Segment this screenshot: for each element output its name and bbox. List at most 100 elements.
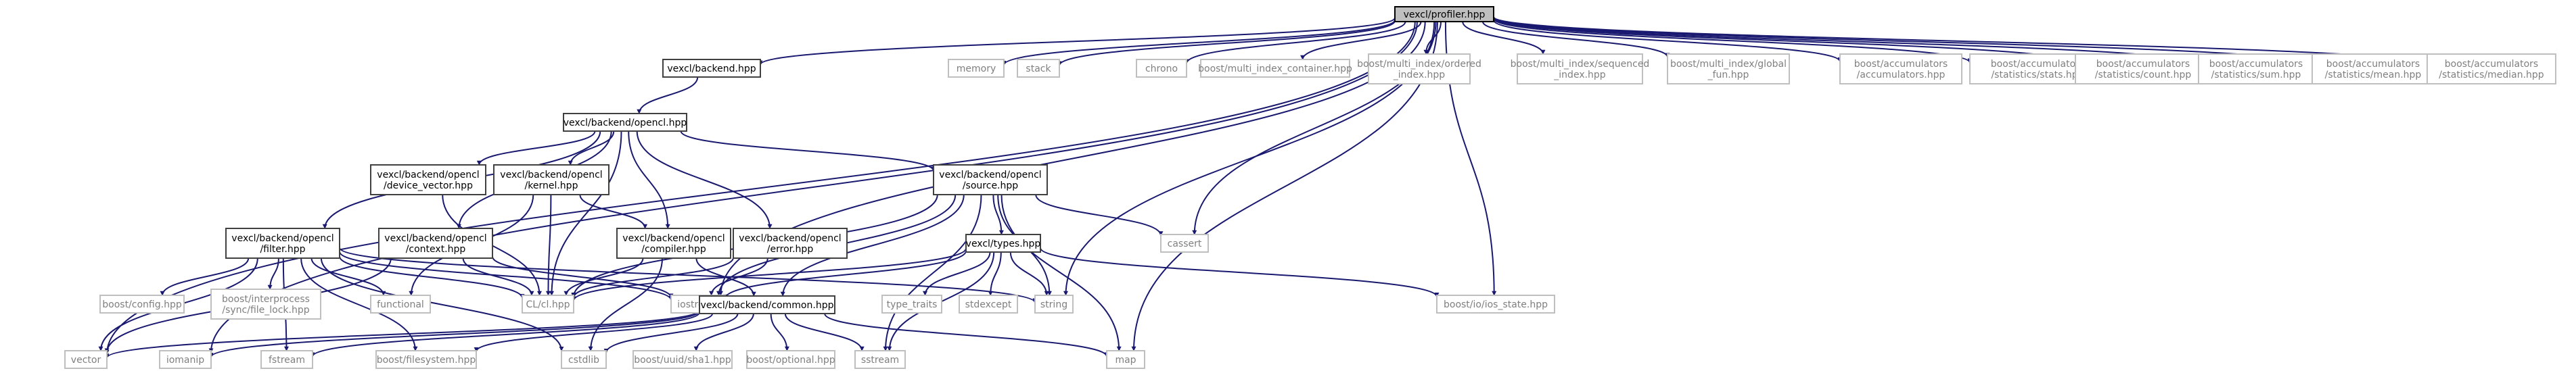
edge-common-to-fstream xyxy=(310,312,700,357)
node-box-error xyxy=(733,228,848,259)
node-label-context-line2: /context.hpp xyxy=(406,244,466,255)
nodes-layer: vexcl/profiler.hpp vexcl/backend.hpp memor… xyxy=(64,6,2556,369)
node-box-sstream xyxy=(854,350,906,369)
node-box-median xyxy=(2426,53,2556,84)
edge-common-to-bfs xyxy=(474,313,714,352)
node-box-backend xyxy=(662,59,761,78)
node-box-chrono xyxy=(1136,59,1187,78)
node-label-kernel-line1: vexcl/backend/opencl xyxy=(500,170,602,180)
node-label-fstream-line1: fstream xyxy=(269,355,305,366)
node-label-bconfig-line1: boost/config.hpp xyxy=(102,299,182,310)
node-label-stdexcept-line1: stdexcept xyxy=(965,299,1012,310)
edge-opencl-to-kernel xyxy=(568,130,615,166)
node-label-sstream-line1: sstream xyxy=(861,355,899,366)
edge-types-to-string xyxy=(1009,251,1049,296)
node-box-opencl xyxy=(563,113,687,132)
node-box-interproc xyxy=(210,289,321,320)
node-clhpp: CL/cl.hpp xyxy=(522,295,574,314)
node-box-types xyxy=(965,234,1041,253)
node-box-mig xyxy=(1667,53,1790,84)
node-box-memory xyxy=(948,59,1005,78)
node-label-mis-line1: boost/multi_index/sequenced xyxy=(1511,59,1650,70)
node-label-cassert-line1: cassert xyxy=(1168,239,1202,249)
node-box-sum xyxy=(2198,53,2314,84)
node-label-acc-line2: /accumulators.hpp xyxy=(1857,70,1946,80)
node-compiler[interactable]: vexcl/backend/opencl/compiler.hpp xyxy=(616,228,731,259)
node-label-count-line2: /statistics/count.hpp xyxy=(2095,70,2192,80)
edge-types-to-typetraits xyxy=(923,251,991,296)
node-memory: memory xyxy=(948,59,1005,78)
node-box-kernel xyxy=(493,164,610,195)
node-label-mis-line2: _index.hpp xyxy=(1553,70,1606,80)
node-label-interproc-line1: boost/interprocess xyxy=(222,294,310,305)
edge-opencl-to-clhpp xyxy=(549,130,622,296)
edge-filter-to-bconfig xyxy=(160,257,250,296)
node-source[interactable]: vexcl/backend/opencl/source.hpp xyxy=(933,164,1048,195)
edge-source-to-cassert xyxy=(1035,194,1164,237)
edge-compiler-to-clhpp xyxy=(564,257,644,296)
edge-common-to-sstream xyxy=(784,313,865,351)
node-label-context-line1: vexcl/backend/opencl xyxy=(384,233,486,244)
node-label-cstdlib-line1: cstdlib xyxy=(568,355,599,366)
node-map: map xyxy=(1106,350,1145,369)
edge-root-to-mis xyxy=(1462,21,1546,55)
node-devvec[interactable]: vexcl/backend/opencl/device_vector.hpp xyxy=(370,164,486,195)
node-label-compiler-line1: vexcl/backend/opencl xyxy=(622,233,724,244)
node-label-mic-line1: boost/multi_index_container.hpp xyxy=(1198,64,1352,74)
node-box-iosstate xyxy=(1436,295,1555,314)
node-label-count-line1: boost/accumulators xyxy=(2096,59,2190,70)
edge-opencl-to-compiler xyxy=(628,130,670,229)
node-label-sha1-line1: boost/uuid/sha1.hpp xyxy=(634,355,731,366)
edge-root-to-acc xyxy=(1493,20,1843,62)
edge-kernel-to-compiler xyxy=(579,194,648,229)
node-label-iomanip-line1: iomanip xyxy=(166,355,204,366)
edge-root-to-backend xyxy=(758,17,1396,66)
node-label-median-line2: /statistics/median.hpp xyxy=(2439,70,2544,80)
node-label-interproc-line2: /sync/file_lock.hpp xyxy=(222,305,309,316)
edge-common-to-sha1 xyxy=(693,313,754,351)
node-types[interactable]: vexcl/types.hpp xyxy=(965,234,1041,253)
node-label-bfs-line1: boost/filesystem.hpp xyxy=(377,355,476,366)
node-label-root-line1: vexcl/profiler.hpp xyxy=(1404,9,1486,20)
node-box-string xyxy=(1034,295,1074,314)
node-functional: functional xyxy=(370,295,431,314)
node-box-map xyxy=(1106,350,1145,369)
node-label-optional-line1: boost/optional.hpp xyxy=(746,355,835,366)
node-label-error-line1: vexcl/backend/opencl xyxy=(739,233,841,244)
node-label-stack-line1: stack xyxy=(1026,64,1051,74)
node-acc: boost/accumulators/accumulators.hpp xyxy=(1839,53,1962,84)
node-label-vector-line1: vector xyxy=(71,355,101,366)
node-backend[interactable]: vexcl/backend.hpp xyxy=(662,59,761,78)
edge-source-to-common xyxy=(780,194,965,297)
node-label-string-line1: string xyxy=(1040,299,1067,310)
node-error[interactable]: vexcl/backend/opencl/error.hpp xyxy=(733,228,848,259)
node-label-source-line1: vexcl/backend/opencl xyxy=(939,170,1041,180)
node-box-iomanip xyxy=(159,350,212,369)
edge-filter-to-bfs xyxy=(300,257,418,351)
edge-source-to-types xyxy=(992,194,1004,235)
edge-common-to-iomanip xyxy=(208,310,700,358)
node-box-filter xyxy=(225,228,340,259)
edge-root-to-vector xyxy=(104,21,1416,355)
edge-context-to-clhpp xyxy=(462,257,534,296)
node-filter[interactable]: vexcl/backend/opencl/filter.hpp xyxy=(225,228,340,259)
edge-common-to-optional xyxy=(770,313,789,351)
edge-common-to-cstdlib xyxy=(603,313,739,353)
node-opencl[interactable]: vexcl/backend/opencl.hpp xyxy=(563,113,687,132)
node-root[interactable]: vexcl/profiler.hpp xyxy=(1394,6,1494,22)
node-typetraits: type_traits xyxy=(881,295,942,314)
node-label-compiler-line2: /compiler.hpp xyxy=(641,244,706,255)
node-context[interactable]: vexcl/backend/opencl/context.hpp xyxy=(378,228,493,259)
edge-filter-to-functional xyxy=(310,257,386,296)
node-label-mio-line1: boost/multi_index/ordered xyxy=(1357,59,1481,70)
node-fstream: fstream xyxy=(260,350,313,369)
node-kernel[interactable]: vexcl/backend/opencl/kernel.hpp xyxy=(493,164,610,195)
edge-types-to-iostream xyxy=(722,250,967,299)
node-median: boost/accumulators/statistics/median.hpp xyxy=(2426,53,2556,84)
node-box-compiler xyxy=(616,228,731,259)
node-box-mis xyxy=(1517,53,1643,84)
node-bfs: boost/filesystem.hpp xyxy=(375,350,477,369)
node-stdexcept: stdexcept xyxy=(959,295,1018,314)
node-common[interactable]: vexcl/backend/common.hpp xyxy=(699,295,835,314)
